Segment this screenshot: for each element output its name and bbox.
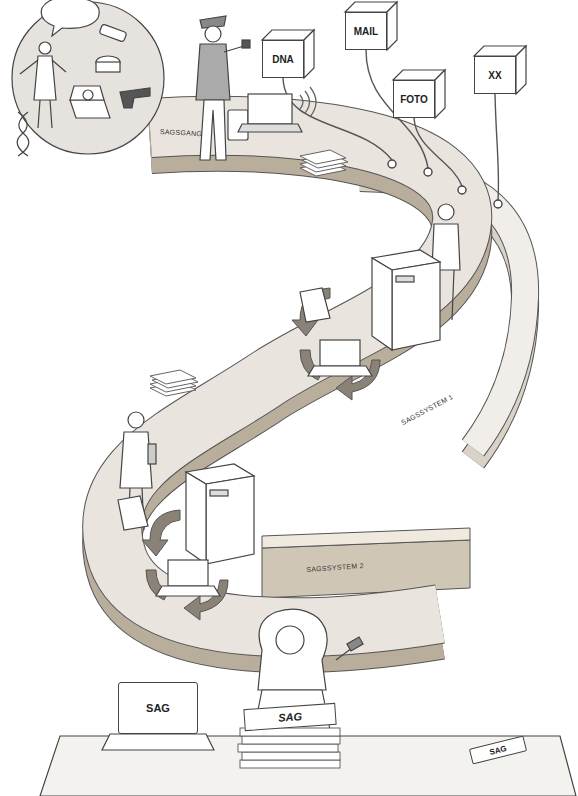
case-ramp [112,126,462,644]
node-text: SAG [278,710,303,724]
plug [388,160,502,208]
laptop [300,288,372,376]
wifi-symbol [300,87,316,117]
laptop-screen: SAG [118,682,198,734]
band-label: SAGSSYSTEM 1 [400,393,454,426]
evidence-box: DNA [262,40,304,78]
copier [372,250,440,350]
copier [186,464,254,564]
node-text: FOTO [400,94,428,105]
evidence-circle [12,0,164,156]
cube-faces [262,2,526,118]
paper-stack [150,150,348,396]
judge [238,609,363,768]
laptop [102,734,214,750]
police-officer [196,16,302,160]
cycle-arrow [292,288,380,400]
cable [283,50,499,200]
evidence-box: MAIL [345,12,387,50]
node-text: MAIL [354,26,378,37]
node-text: SAG [146,702,170,714]
node-text: DNA [272,54,294,65]
node-text: XX [488,70,501,81]
cycle-arrow [142,510,228,620]
evidence-box: FOTO [393,80,435,118]
node-text: SAG [488,744,507,757]
system-block [262,528,470,598]
laptop [118,496,220,596]
evidence-box: XX [474,56,516,94]
